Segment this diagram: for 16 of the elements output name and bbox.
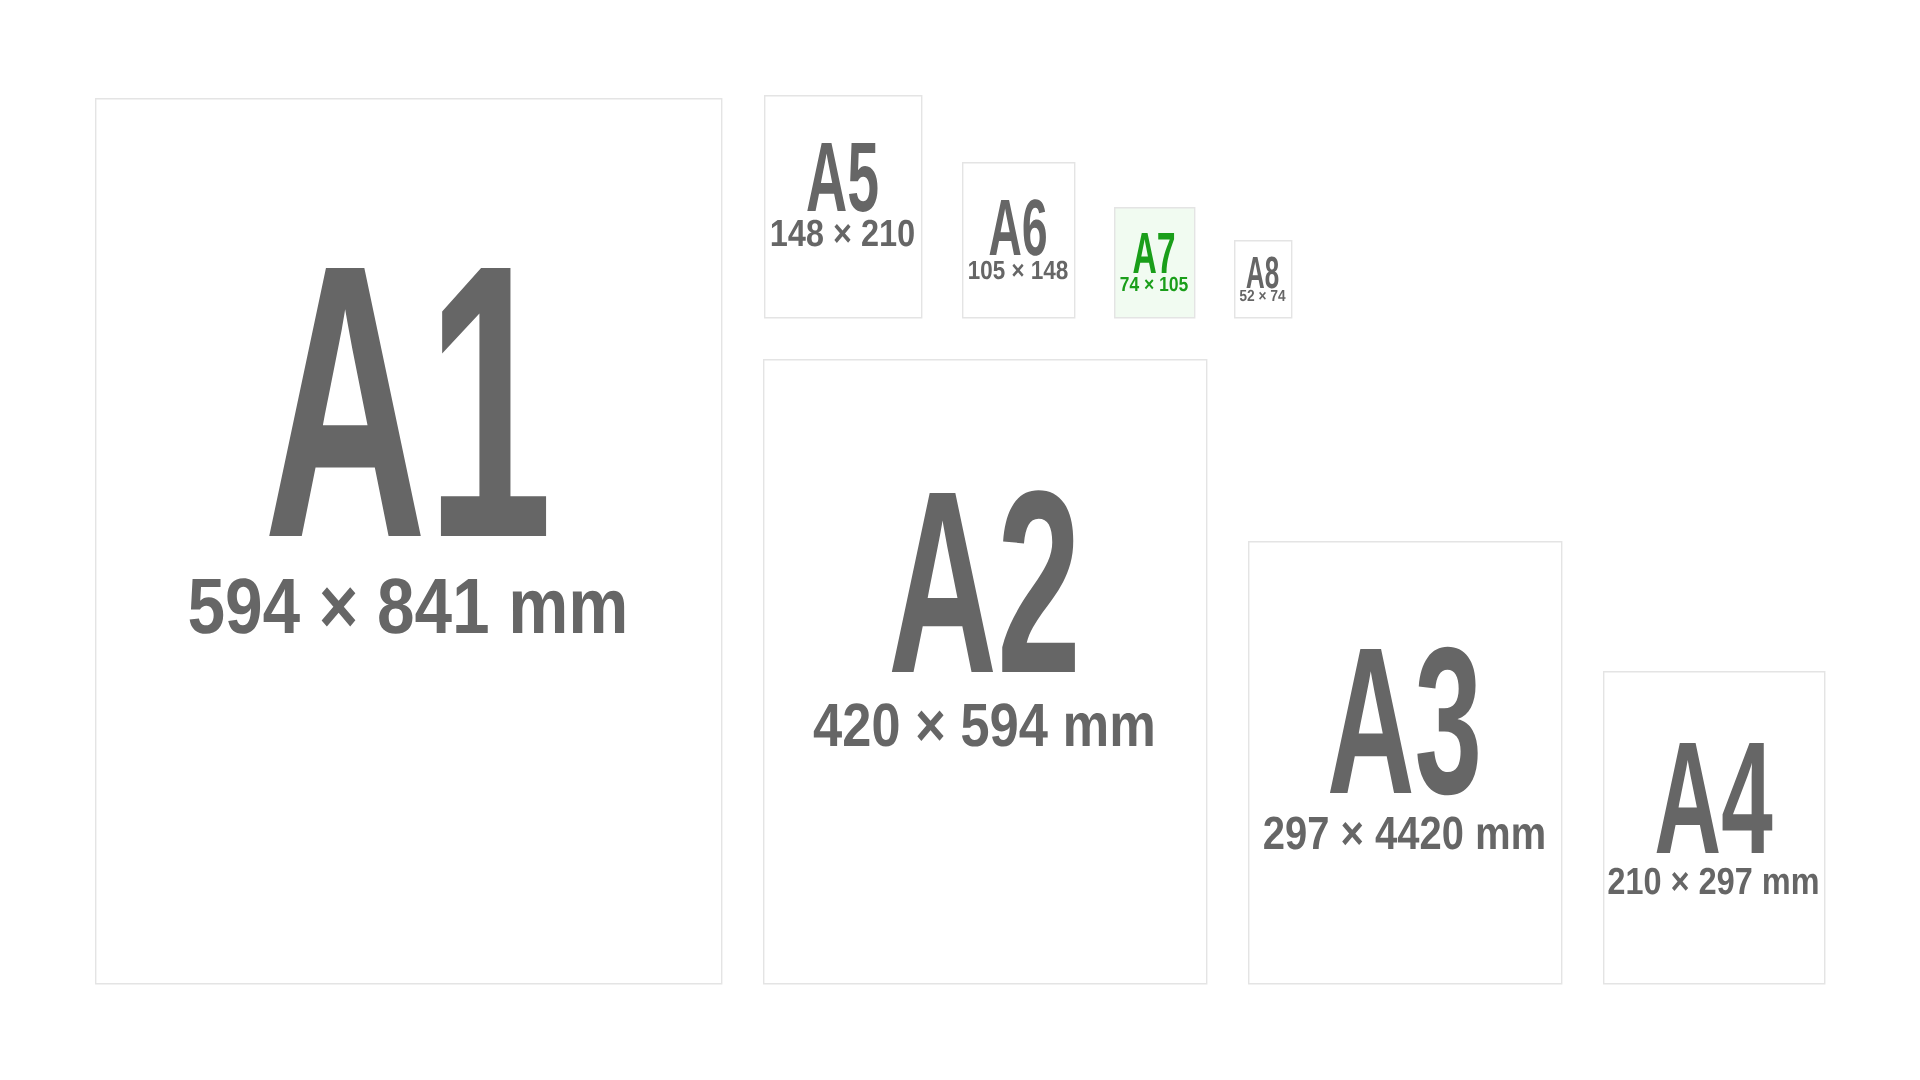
paper-size-name: A3 [1329, 646, 1478, 796]
paper-size-name: A5 [807, 143, 878, 212]
paper-size-name: A7 [1133, 233, 1175, 273]
paper-size-name: A4 [1656, 743, 1773, 853]
sheet-dimensions: 210 × 297 mm [1608, 867, 1818, 895]
sheet-dimensions: 105 × 148 [969, 260, 1068, 280]
paper-size-name: A6 [989, 199, 1046, 256]
paper-size-name: A8 [1246, 256, 1279, 289]
sheet-dimensions: 52 × 74 [1239, 289, 1286, 302]
sheet-dimensions: 420 × 594 mm [813, 703, 1153, 747]
paper-size-name: A2 [891, 490, 1075, 672]
sheet-dimensions: 148 × 210 [771, 219, 914, 247]
paper-size-name: A1 [269, 268, 547, 536]
sheet-dimensions: 297 × 4420 mm [1264, 816, 1544, 850]
sheet-dimensions: 74 × 105 [1120, 276, 1188, 292]
sheet-dimensions: 594 × 841 mm [189, 578, 625, 634]
